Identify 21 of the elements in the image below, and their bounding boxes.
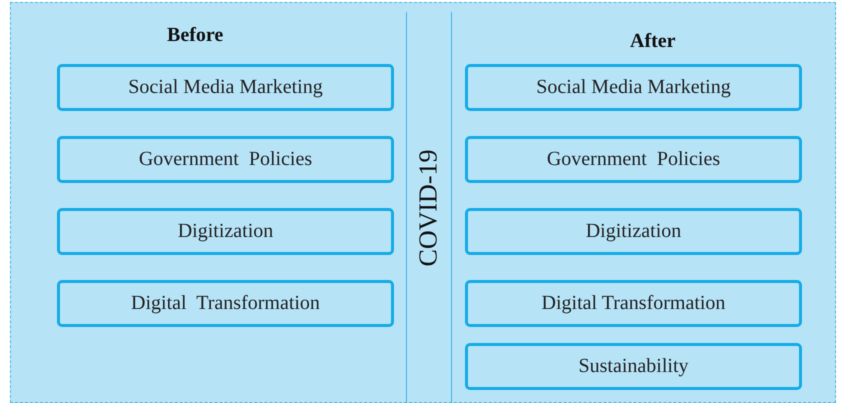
text-box xyxy=(57,64,394,111)
box-label: Social Media Marketing xyxy=(128,76,323,99)
column-heading: After xyxy=(630,30,676,52)
box-label: Government Policies xyxy=(546,148,720,171)
text-box xyxy=(465,208,802,255)
box-label: Digitization xyxy=(178,220,274,243)
vertical-label: COVID-19 xyxy=(413,150,443,266)
column-heading: Before xyxy=(167,24,224,46)
box-label: Sustainability xyxy=(578,355,688,378)
box-label: Social Media Marketing xyxy=(536,76,731,99)
box-label: Digitization xyxy=(586,220,682,243)
box-label: Digital Transformation xyxy=(131,292,320,315)
text-box xyxy=(57,136,394,183)
text-box xyxy=(465,64,802,111)
text-box xyxy=(465,136,802,183)
text-box xyxy=(465,343,802,390)
text-box xyxy=(57,208,394,255)
box-label: Government Policies xyxy=(138,148,312,171)
text-box xyxy=(465,280,802,327)
text-box xyxy=(57,280,394,327)
box-label: Digital Transformation xyxy=(542,292,726,315)
